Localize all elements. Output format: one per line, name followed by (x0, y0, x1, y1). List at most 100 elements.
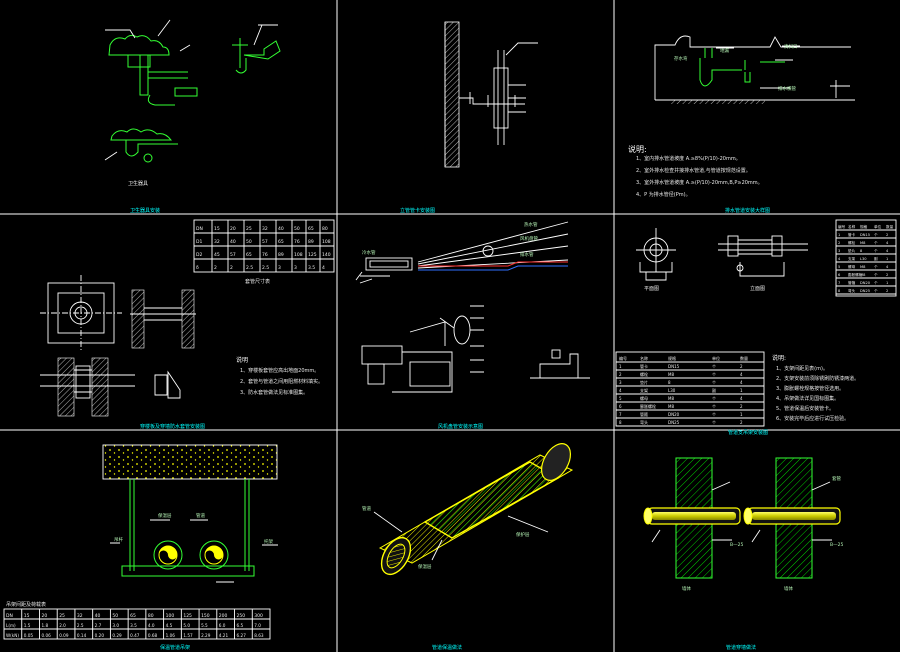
panel-6-side-cell: 4 (886, 265, 889, 269)
panel-4-table-cell: 80 (322, 226, 328, 232)
panel-7-header-cell: 80 (148, 613, 154, 619)
panel-6-side-cell: 1 (838, 233, 840, 237)
panel-3-note-2: 3、室外排水管道坡度 A.≥(P/10)-20mm,B,P≥20mm。 (636, 179, 763, 186)
panel-6-label-1: 立面图 (750, 285, 765, 292)
panel-6-main-cell: DN15 (668, 364, 680, 369)
panel-6-main-cell: 垫片 (640, 379, 648, 385)
panel-6-side-cell: 个 (874, 232, 878, 237)
panel-4-table-cell: 4 (322, 265, 325, 271)
panel-6-side-cell: 2 (886, 289, 888, 293)
panel-6-main-cell: 螺栓 (640, 371, 648, 377)
panel-5-footer: 风机盘管安装示意图 (438, 423, 483, 430)
panel-6-note-2: 3、膨胀螺栓规格按管径选用。 (776, 385, 844, 392)
panel-9-label-1: B—25 (830, 542, 843, 548)
panel-7-table-cell: 5.0 (183, 623, 190, 628)
panel-6-main-cell: DN20 (668, 412, 680, 417)
panel-5-label-0: 冷水管 (362, 249, 376, 256)
panel-8-footer: 管道保温做法 (432, 644, 462, 651)
panel-7-table-cell: W(kN) (6, 633, 19, 638)
panel-7-header-cell: 40 (95, 613, 101, 619)
panel-6-side-cell: 螺栓 (848, 240, 856, 245)
panel-4-table-cell: δ (196, 265, 199, 271)
panel-4-table-cell: 40 (278, 226, 284, 232)
panel-4-table-cell: 15 (214, 226, 220, 232)
panel-6-note-4: 5、管道保温后安装管卡。 (776, 405, 834, 412)
panel-4-table-cell: 76 (262, 252, 268, 258)
panel-7-label-0: 吊杆 (114, 536, 123, 543)
panel-3-notes-title: 说明: (628, 144, 647, 154)
panel-6-side-cell: 支架 (848, 256, 856, 261)
panel-6-main-cell: 2 (740, 364, 743, 369)
panel-6-main-cell: 7 (619, 412, 622, 417)
panel-6-main-cell: DN25 (668, 420, 680, 425)
panel-7-footer: 保温管道吊架 (160, 644, 190, 651)
panel-6-main-cell: 膨胀螺栓 (640, 403, 656, 409)
panel-6-main-cell: 个 (712, 380, 716, 385)
panel-4-table-cell: 108 (322, 239, 331, 245)
panel-7-table-cell: 6.0 (219, 623, 226, 628)
panel-7-table-cell: 0.47 (130, 633, 140, 638)
panel-6-main-cell: 个 (712, 412, 716, 417)
panel-7-table-cell: 0.29 (112, 633, 122, 638)
panel-6-side-cell: 管卡 (848, 232, 856, 237)
panel-7-table-cell: 2.29 (201, 633, 211, 638)
panel-6-side-cell: 管箍 (848, 280, 856, 285)
panel-4-note-0: 1、穿楼板套管应高出地面20mm。 (240, 367, 319, 374)
panel-6-main-cell: 个 (712, 372, 716, 377)
panel-7-table-cell: 2.0 (59, 623, 66, 628)
panel-4-table-cell: 140 (322, 252, 331, 258)
panel-6-main-cell: 1 (740, 388, 743, 393)
panel-2-riser-clamp: 立管管卡安装图 (400, 21, 538, 214)
panel-6-side-cell: 2 (838, 241, 840, 245)
panel-4-table-cell: 108 (294, 252, 303, 258)
panel-4-table-cell: 20 (230, 226, 236, 232)
panel-6-side-cell: M8 (860, 273, 866, 277)
panel-6-main-cell: 1 (740, 412, 743, 417)
panel-7-header-cell: 150 (201, 613, 210, 619)
panel-6-side-cell: M8 (860, 265, 866, 269)
panel-5-fancoil: 冷水管 热水管 风机盘管 排水管 风机盘管安装示意图 (355, 221, 590, 430)
panel-6-main-cell: 个 (712, 364, 716, 369)
panel-6-side-cell: 单位 (874, 224, 882, 229)
panel-6-main-cell: 管卡 (640, 363, 648, 369)
panel-6-main-cell: 数量 (740, 355, 748, 361)
panel-7-header-cell: 250 (237, 613, 246, 619)
panel-6-footer: 管道支吊架安装图 (728, 429, 768, 436)
panel-1-title: 卫生器具安装 (130, 207, 160, 214)
panel-6-side-cell: 4 (838, 257, 841, 261)
panel-7-header-cell: 15 (24, 613, 30, 619)
panel-3-note-1: 2、室外排水检查井接排水管道,与管道按规范设置。 (636, 167, 751, 174)
panel-6-main-cell: 4 (740, 380, 743, 385)
panel-6-main-cell: 2 (740, 404, 743, 409)
panel-7-table-cell: 2.7 (95, 623, 102, 628)
panel-9-label-0: B—25 (730, 542, 743, 548)
panel-7-table-cell: 7.0 (254, 623, 261, 628)
panel-6-side-cell: 弯头 (848, 288, 856, 293)
panel-6-note-5: 6、安装完毕后应进行试压检验。 (776, 415, 849, 422)
panel-6-main-cell: 6 (619, 404, 622, 409)
panel-4-note-2: 3、防水套管做法见标准图集。 (240, 389, 308, 396)
panel-6-main-cell: 单位 (712, 355, 720, 361)
panel-7-table-cell: 4.0 (148, 623, 155, 628)
panel-7-header-cell: DN (6, 613, 13, 619)
panel-7-table-cell: 2.5 (77, 623, 84, 628)
panel-3-label-3: 排水横管 (778, 85, 796, 92)
panel-6-side-cell: 4 (886, 241, 889, 245)
panel-4-table-cell: 65 (278, 239, 284, 245)
panel-6-main-cell: 个 (712, 404, 716, 409)
panel-8-insulation: 管道 保温层 保护层 管道保温做法 (362, 443, 574, 651)
panel-7-table-cell: 0.68 (148, 633, 158, 638)
panel-7-table-cell: 1.06 (166, 633, 176, 638)
panel-4-table-cell: 76 (294, 239, 300, 245)
panel-7-label-3: 托架 (264, 538, 273, 545)
panel-6-note-0: 1、支架间距见表(m)。 (776, 365, 828, 372)
panel-4-table-cell: 45 (214, 252, 220, 258)
panel-4-table-cell: 2 (230, 265, 233, 271)
panel-4-table-cell: 2.5 (246, 265, 253, 271)
